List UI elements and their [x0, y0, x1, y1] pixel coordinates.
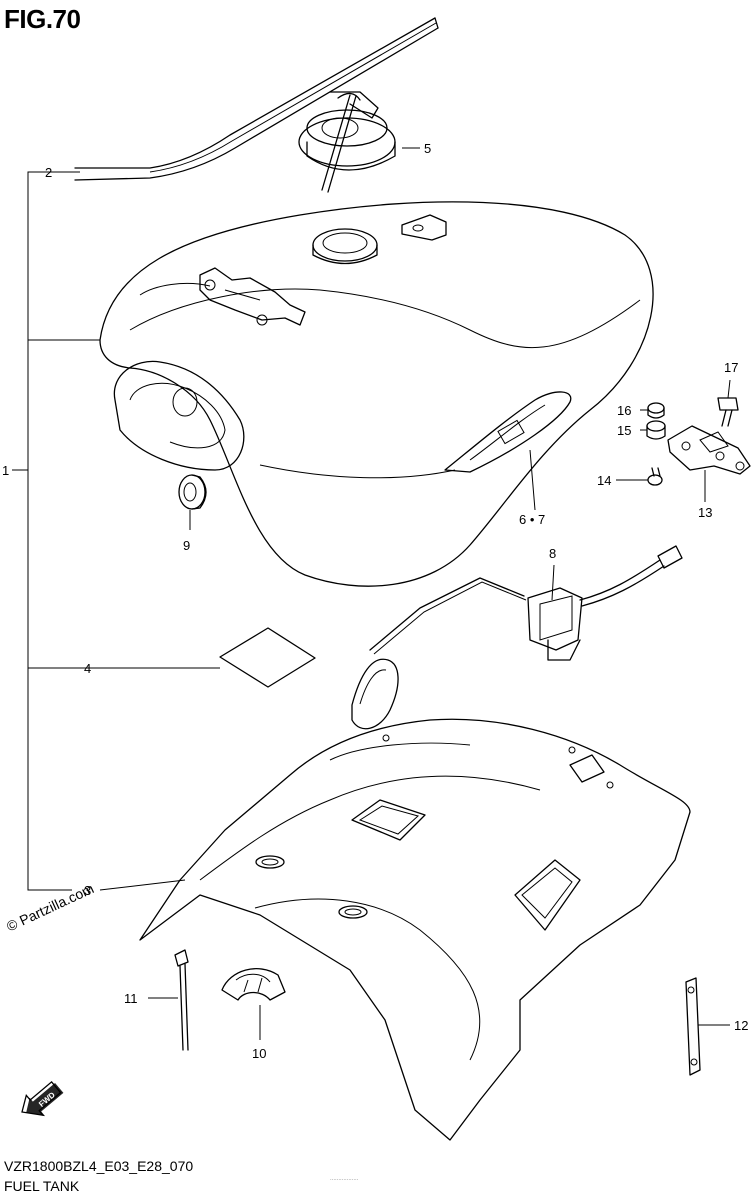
- callout-11: 11: [124, 991, 138, 1006]
- part-3-cover[interactable]: [139, 718, 691, 1141]
- callout-13: 13: [698, 505, 712, 520]
- callout-15: 15: [617, 423, 631, 438]
- part-9-cushion[interactable]: [178, 474, 207, 510]
- callout-5: 5: [424, 141, 431, 156]
- figure-title: FIG.70: [4, 4, 81, 34]
- leader-lines: [72, 147, 731, 1040]
- part-11-cable-tie[interactable]: [174, 949, 189, 1051]
- callout-14: 14: [597, 473, 611, 488]
- part-14-bolt[interactable]: [647, 467, 663, 486]
- callout-10: 10: [252, 1046, 266, 1061]
- part-10-clamp[interactable]: [221, 968, 286, 1001]
- callout-1: 1: [2, 463, 9, 478]
- part-17-bolt[interactable]: [717, 397, 739, 427]
- callout-8: 8: [549, 546, 556, 561]
- figure-code: VZR1800BZL4_E03_E28_070: [4, 1158, 194, 1174]
- callout-12: 12: [734, 1018, 748, 1033]
- callout-2: 2: [45, 165, 52, 180]
- part-13-bracket[interactable]: [667, 425, 751, 475]
- callout-16: 16: [617, 403, 631, 418]
- callout-17: 17: [724, 360, 738, 375]
- part-16-washer[interactable]: [647, 402, 665, 419]
- part-4-label[interactable]: [219, 627, 316, 688]
- part-8-fuel-gauge[interactable]: [351, 545, 683, 730]
- callout-6-7: 6 • 7: [519, 512, 545, 527]
- callout-labels: 1 2 3 4 5 6 • 7 8 9 10 11 12 13 14 15 16…: [2, 141, 748, 1061]
- part-1-fuel-tank[interactable]: [99, 201, 654, 587]
- part-5-fuel-cap[interactable]: [298, 91, 396, 193]
- figure-name: FUEL TANK: [4, 1178, 80, 1194]
- part-2-strip[interactable]: [74, 17, 439, 181]
- part-15-cushion[interactable]: [646, 420, 666, 440]
- fine-print: .................: [330, 1176, 359, 1182]
- group-bracket: [12, 171, 100, 891]
- callout-4: 4: [84, 661, 91, 676]
- part-12-strap[interactable]: [685, 977, 701, 1076]
- callout-3: 3: [84, 883, 91, 898]
- callout-9: 9: [183, 538, 190, 553]
- forward-arrow-icon: FWD: [21, 1081, 64, 1117]
